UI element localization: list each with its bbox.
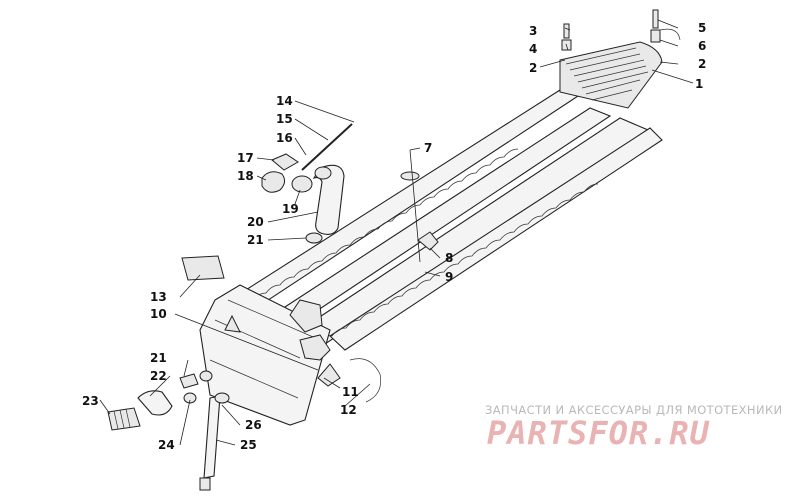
callout-2-left: 2 (529, 61, 537, 75)
callout-20: 20 (247, 215, 264, 229)
callout-7: 7 (424, 141, 432, 155)
callout-5: 5 (698, 21, 706, 35)
callout-4: 4 (529, 42, 537, 56)
callout-11: 11 (342, 385, 359, 399)
callout-8: 8 (445, 251, 453, 265)
callout-23: 23 (82, 394, 99, 408)
decal (181, 255, 225, 281)
lower-hoses (107, 370, 230, 491)
callout-10: 10 (150, 307, 167, 321)
filler-assembly (261, 123, 353, 244)
callout-labels: 1 2 2 3 4 5 6 7 8 9 10 11 12 13 14 15 16… (82, 21, 706, 452)
callout-1: 1 (695, 77, 703, 91)
callout-25: 25 (240, 438, 257, 452)
callout-24: 24 (158, 438, 175, 452)
leader-lines (99, 19, 694, 446)
rear-hardware (561, 9, 681, 51)
heat-exchanger-assembly (199, 41, 663, 426)
callout-14: 14 (276, 94, 293, 108)
callout-3: 3 (529, 24, 537, 38)
watermark-logo: PARTSFOR.RU (487, 414, 710, 452)
callout-9: 9 (445, 270, 453, 284)
callout-13: 13 (150, 290, 167, 304)
thermostat-area (317, 358, 382, 403)
callout-21-lower: 21 (150, 351, 167, 365)
callout-12: 12 (340, 403, 357, 417)
callout-21-upper: 21 (247, 233, 264, 247)
callout-26: 26 (245, 418, 262, 432)
watermark-tagline: ЗАПЧАСТИ И АКСЕССУАРЫ ДЛЯ МОТОТЕХНИКИ (485, 403, 783, 417)
callout-18: 18 (237, 169, 254, 183)
callout-2-right: 2 (698, 57, 706, 71)
callout-22: 22 (150, 369, 167, 383)
callout-15: 15 (276, 112, 293, 126)
callout-17: 17 (237, 151, 254, 165)
callout-6: 6 (698, 39, 706, 53)
callout-19: 19 (282, 202, 299, 216)
callout-16: 16 (276, 131, 293, 145)
